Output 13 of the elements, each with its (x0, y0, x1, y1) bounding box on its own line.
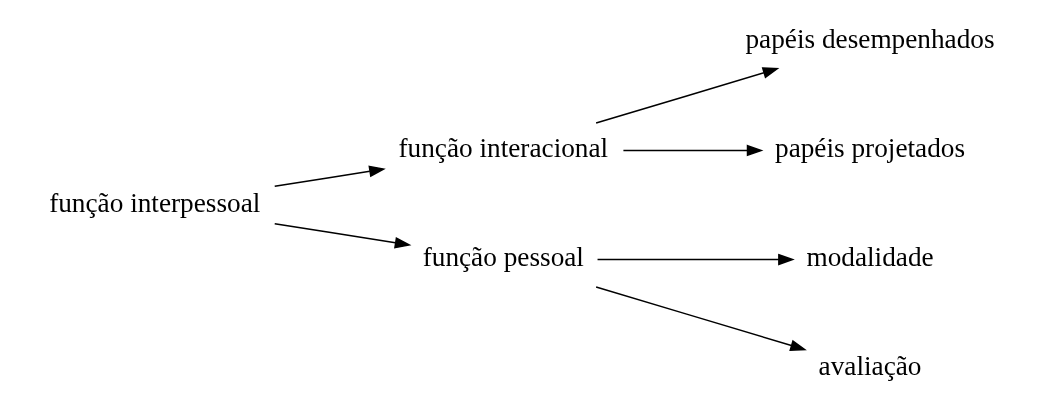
node-text: modalidade (806, 242, 934, 273)
arrow (595, 67, 780, 124)
arrow (273, 165, 386, 188)
node-text: função interacional (398, 133, 609, 164)
node-text: papéis projetados (775, 133, 966, 164)
node-text: papéis desempenhados (745, 24, 995, 55)
arrow (596, 253, 795, 266)
node-text: avaliação (818, 351, 922, 382)
arrow (595, 286, 807, 351)
arrow (622, 144, 764, 157)
arrow (273, 222, 412, 249)
node-text: função interpessoal (49, 187, 261, 218)
node-text: função pessoal (422, 242, 584, 273)
